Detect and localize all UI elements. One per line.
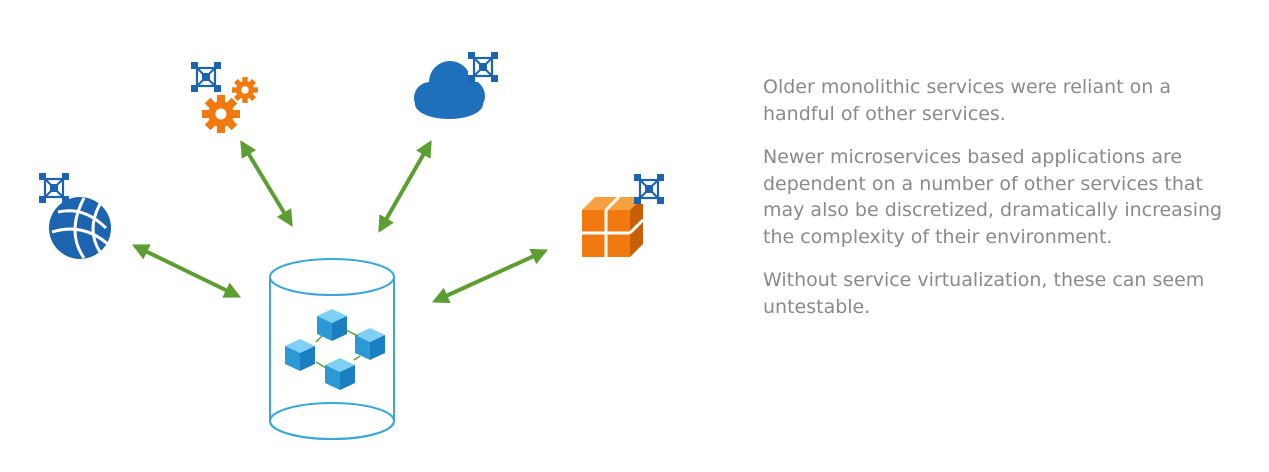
- arrow-blocks: [431, 248, 549, 304]
- arrow-gears: [240, 140, 293, 227]
- paragraph-virtualization: Without service virtualization, these ca…: [763, 269, 1205, 318]
- description-panel: Older monolithic services were reliant o…: [763, 74, 1233, 337]
- virtual-service-badge-icon: [37, 171, 71, 205]
- paragraph-monolithic: Older monolithic services were reliant o…: [763, 76, 1171, 125]
- microservice-cubes-icon: [285, 309, 385, 390]
- virtual-service-badge-icon: [632, 172, 666, 206]
- arrow-cloud: [378, 140, 432, 233]
- paragraph-microservices: Newer microservices based applications a…: [763, 146, 1223, 248]
- virtual-service-badge-icon: [189, 60, 223, 94]
- globe-icon: [49, 197, 112, 259]
- arrow-globe: [131, 244, 242, 298]
- cloud-icon: [414, 61, 485, 119]
- service-container-cylinder: [269, 258, 395, 440]
- virtual-service-badge-icon: [466, 50, 500, 84]
- dependency-diagram: [37, 50, 666, 440]
- blocks-icon: [582, 195, 645, 257]
